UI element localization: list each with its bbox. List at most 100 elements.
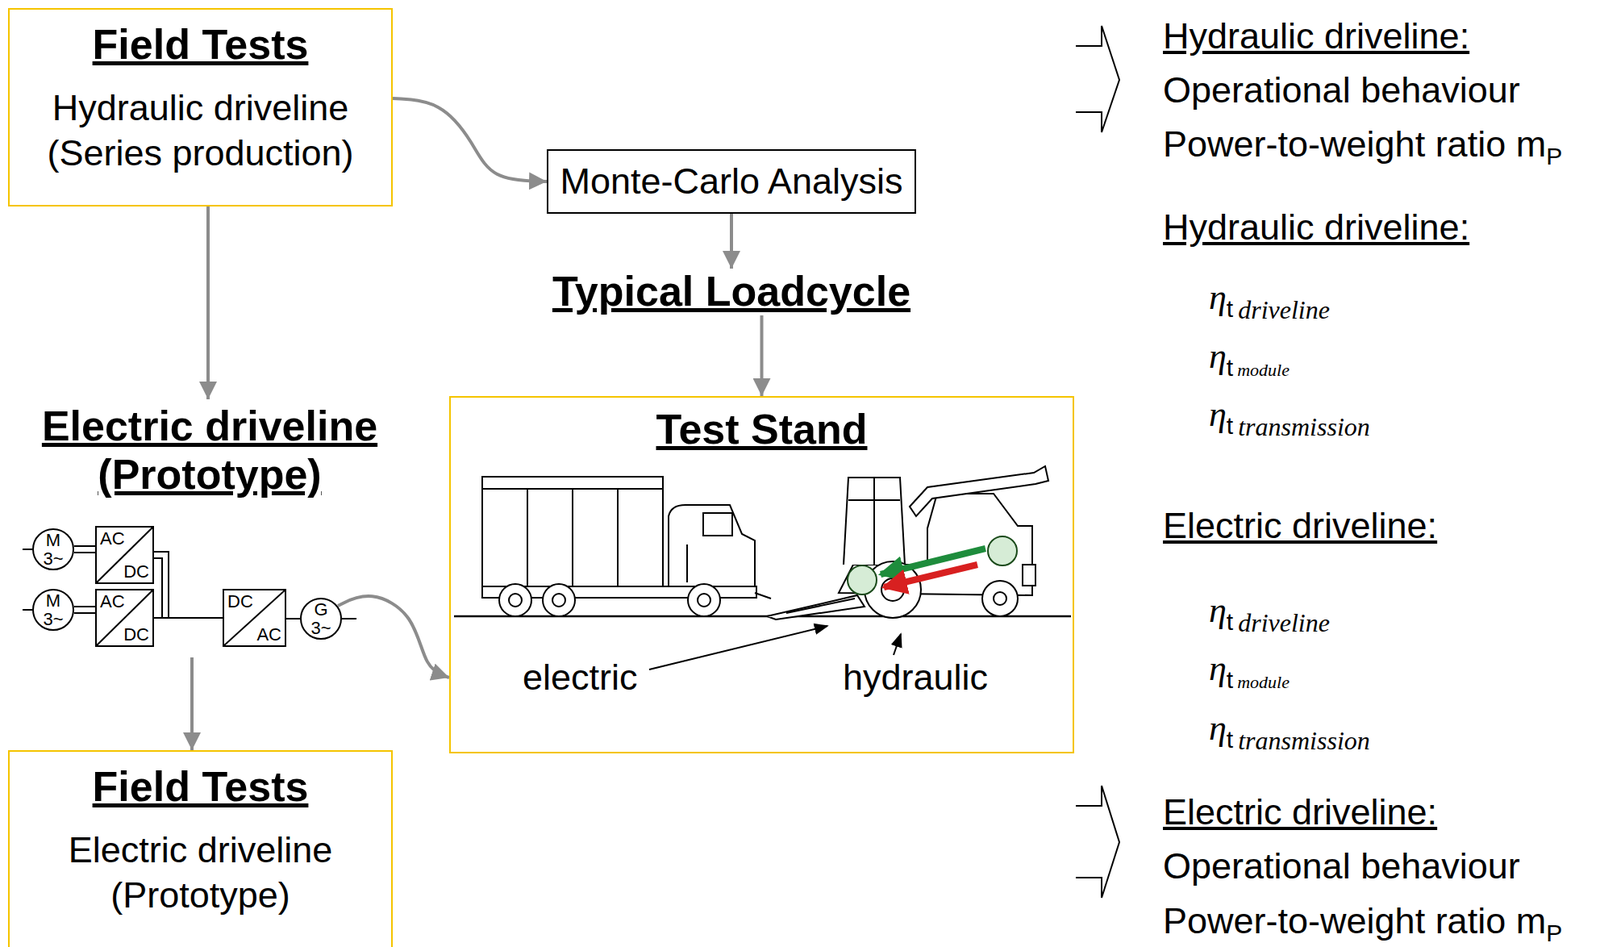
symbol-label: M	[45, 530, 61, 550]
machine-symbol: M3~	[32, 588, 75, 631]
efficiency-symbol: η	[1208, 649, 1227, 688]
subscript: driveline	[1237, 295, 1330, 325]
label-text: Operational behaviour	[1162, 70, 1521, 111]
flow-arrow	[760, 315, 764, 396]
label-row: ηtdriveline	[1208, 278, 1330, 317]
subscript: P	[1545, 919, 1563, 946]
subscript: t	[1226, 354, 1234, 381]
label-text: Operational behaviour	[1162, 845, 1521, 887]
heading: Test Stand	[656, 405, 868, 455]
label-row: ηtmodule	[1208, 337, 1290, 376]
section-heading: Hydraulic driveline:	[1162, 207, 1470, 248]
subscript: P	[1545, 142, 1563, 170]
process-box: Test Stand	[449, 395, 1075, 754]
label-row: hydraulic	[842, 657, 988, 698]
body-text: Monte-Carlo Analysis	[559, 158, 903, 205]
process-box: Monte-Carlo Analysis	[546, 149, 917, 214]
label-row: ηtdriveline	[1208, 591, 1330, 630]
label-row: Electric driveline:	[1162, 505, 1438, 546]
label-row: Power-to-weight ratio mP	[1162, 900, 1563, 942]
leader-line	[649, 625, 828, 670]
subscript: t	[1226, 666, 1234, 693]
label-row: ηttransmission	[1208, 395, 1371, 434]
label-row: Operational behaviour	[1162, 70, 1521, 111]
converter-box: AC DC	[95, 525, 155, 584]
subscript: t	[1226, 725, 1234, 753]
symbol-label: DC	[227, 591, 254, 611]
wire	[74, 606, 96, 613]
power-flow-arrow	[880, 548, 986, 575]
bracket-arrow	[1075, 25, 1120, 133]
heading-node: Electric driveline (Prototype)M3~ACDCM3~…	[24, 399, 396, 658]
section-heading: Electric driveline:	[1162, 791, 1438, 833]
efficiency-symbol: η	[1208, 337, 1227, 376]
ground-line	[454, 615, 1071, 618]
subscript: t	[1226, 412, 1234, 439]
heading-node: Typical Loadcycle	[532, 268, 931, 316]
heading: Field Tests	[92, 762, 309, 812]
symbol-label: DC	[123, 625, 150, 644]
efficiency-symbol: η	[1208, 708, 1227, 748]
efficiency-symbol: η	[1208, 395, 1227, 434]
power-flow-arrow	[883, 564, 978, 588]
symbol-label: AC	[100, 591, 125, 611]
wire	[74, 545, 96, 553]
wire	[154, 616, 223, 619]
label-row: ηttransmission	[1208, 708, 1371, 748]
symbol-label: 3~	[42, 609, 63, 629]
wire	[154, 551, 169, 618]
efficiency-symbol: η	[1208, 591, 1227, 630]
subscript: t	[1226, 608, 1234, 635]
efficiency-symbol: η	[1208, 278, 1227, 317]
flow-arrow	[206, 206, 210, 400]
leader-line	[893, 633, 901, 655]
converter-box: AC DC	[95, 588, 155, 647]
subscript: driveline	[1237, 608, 1330, 638]
subscript: transmission	[1237, 412, 1371, 442]
section-heading: Electric driveline:	[1162, 505, 1438, 546]
label-row: ηtmodule	[1208, 649, 1290, 688]
subscript: transmission	[1237, 726, 1371, 755]
symbol-label: AC	[100, 529, 125, 548]
symbol-label: 3~	[42, 549, 63, 568]
label-text: Power-to-weight ratio m	[1162, 124, 1546, 165]
label-row: Electric driveline:	[1162, 791, 1438, 833]
heading: Field Tests	[92, 20, 309, 70]
label-text: Power-to-weight ratio m	[1162, 900, 1546, 942]
subscript: t	[1226, 295, 1234, 322]
label-row: Operational behaviour	[1162, 845, 1521, 887]
label-row: Hydraulic driveline:	[1162, 207, 1470, 248]
converter-box: DCAC	[222, 588, 287, 647]
label-text: electric	[522, 657, 638, 698]
symbol-label: DC	[123, 562, 150, 581]
heading: Typical Loadcycle	[552, 267, 911, 317]
body-text: Hydraulic driveline (Series production)	[9, 85, 392, 177]
label-row: Hydraulic driveline:	[1162, 16, 1470, 57]
section-heading: Hydraulic driveline:	[1162, 16, 1470, 57]
heading: Electric driveline (Prototype)	[24, 402, 396, 500]
label-row: Power-to-weight ratio mP	[1162, 124, 1563, 165]
subscript: module	[1237, 360, 1290, 380]
drive-module	[847, 565, 877, 595]
truck	[482, 476, 771, 617]
process-box: Field TestsHydraulic driveline (Series p…	[8, 8, 393, 207]
flow-arrow	[190, 657, 194, 750]
machine-symbol: M3~	[32, 528, 75, 571]
forage-harvester	[766, 466, 1049, 620]
symbol-label: M	[45, 591, 61, 610]
machine-symbol: G3~	[300, 597, 342, 640]
process-box: Field TestsElectric driveline (Prototype…	[8, 750, 393, 947]
body-text: Electric driveline (Prototype)	[9, 827, 392, 919]
flow-arrow	[729, 213, 734, 269]
symbol-label: 3~	[310, 618, 331, 638]
label-row: electric	[522, 657, 638, 698]
symbol-label: G	[313, 600, 328, 619]
wire	[286, 617, 300, 620]
flow-arrow	[392, 98, 547, 182]
flow-arrow	[337, 595, 450, 678]
bracket-arrow	[1075, 785, 1120, 898]
label-text: hydraulic	[842, 657, 988, 698]
symbol-label: AC	[256, 625, 282, 644]
drive-module	[987, 536, 1017, 566]
